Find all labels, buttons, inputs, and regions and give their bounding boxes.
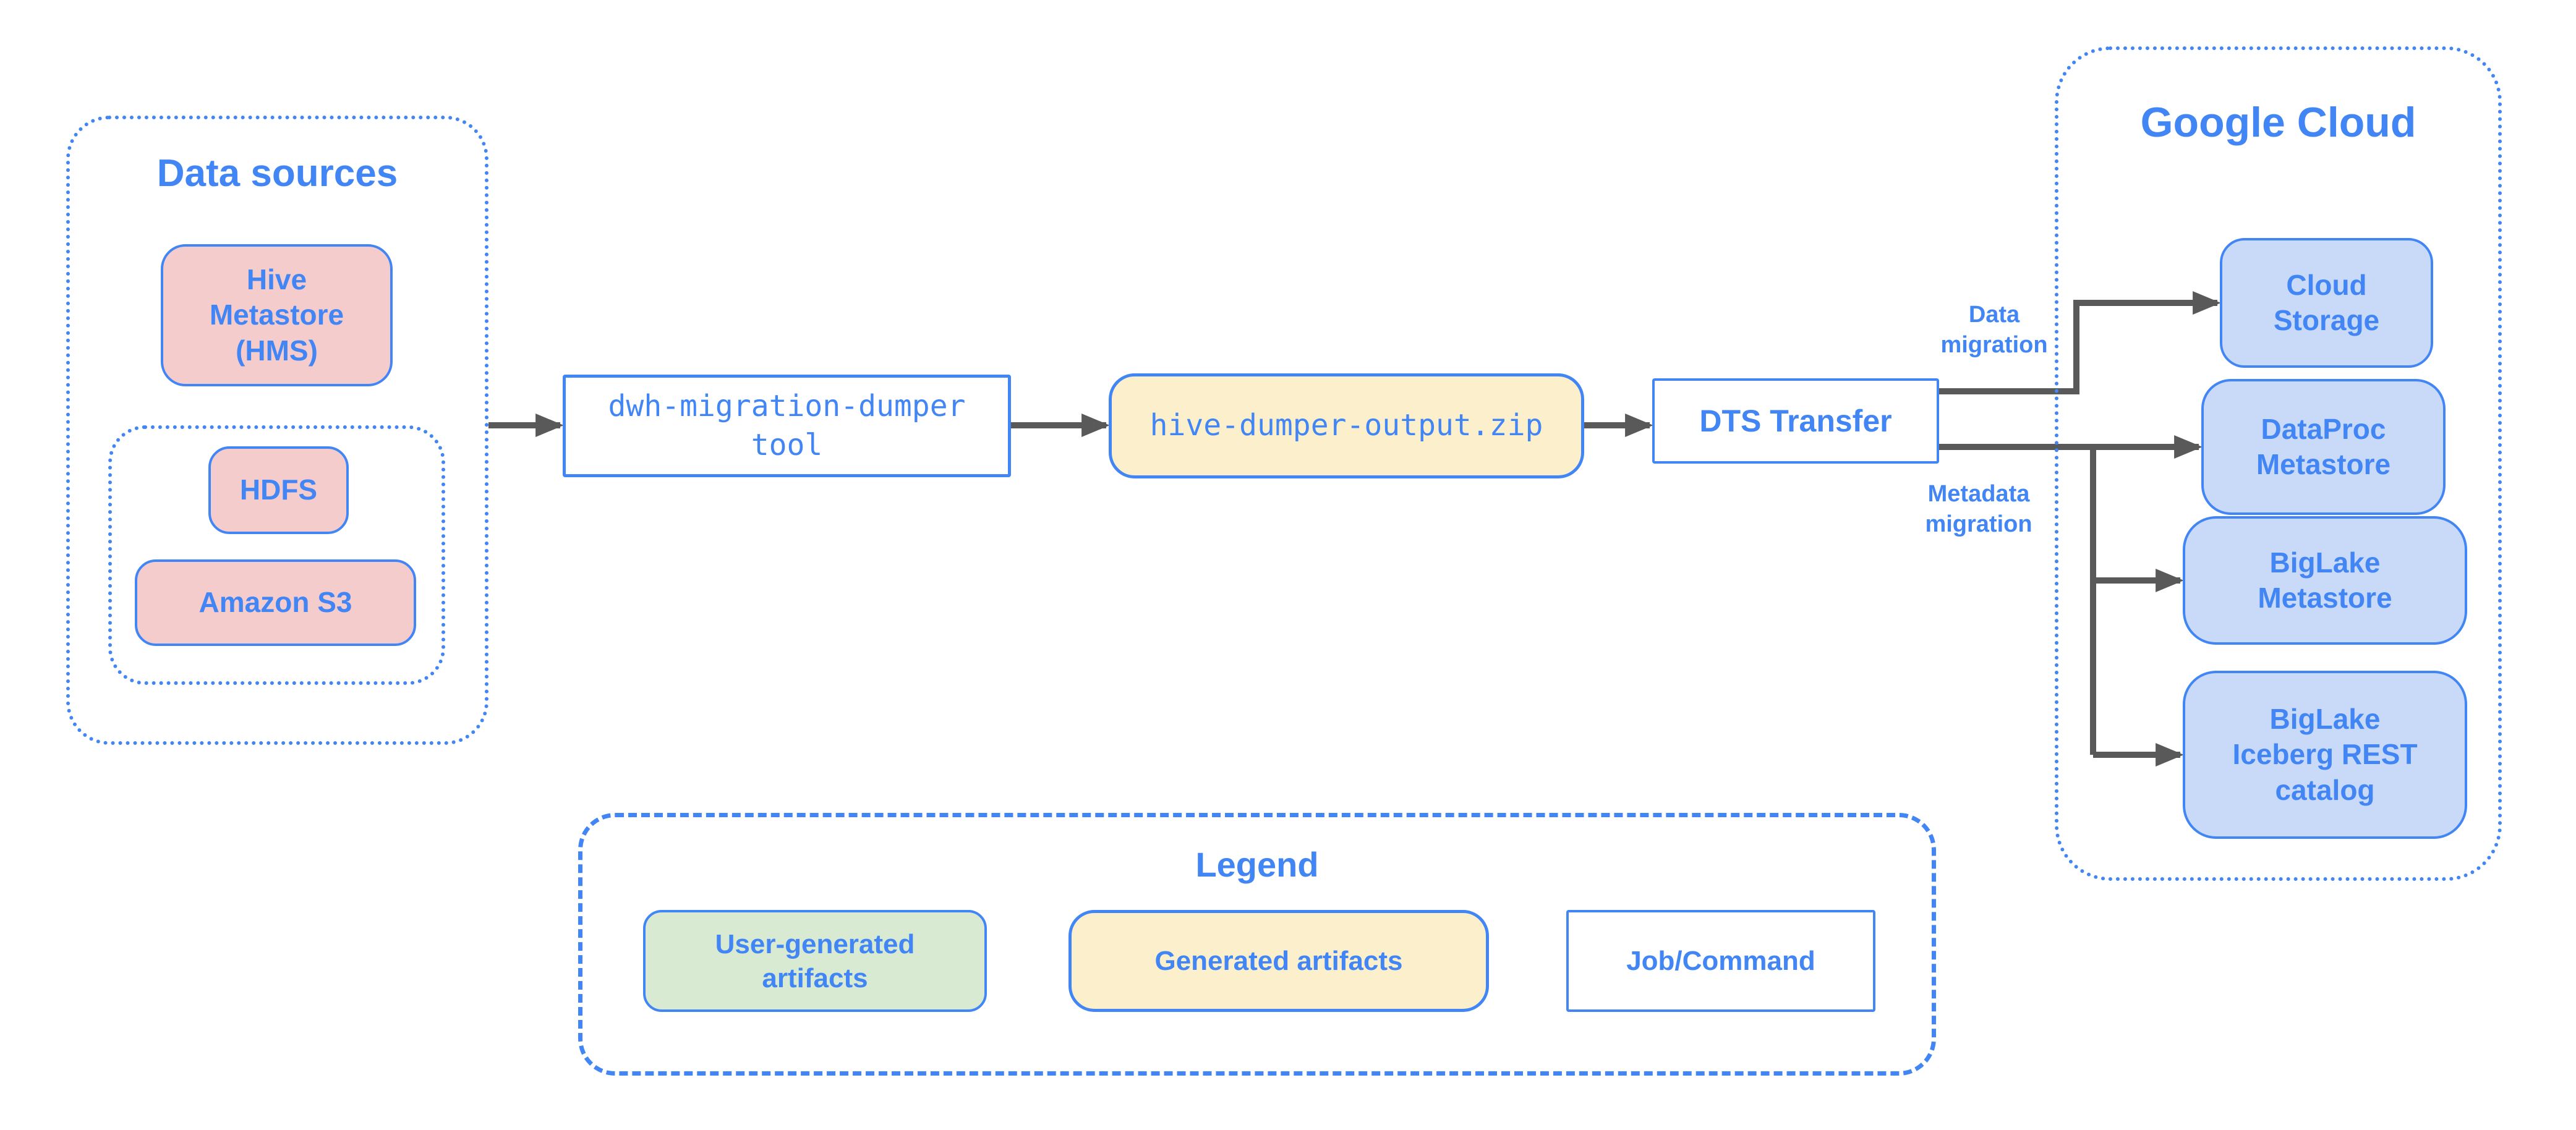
dts-transfer-node: DTS Transfer	[1652, 378, 1939, 464]
metadata-migration-label: Metadata migration	[1925, 481, 2032, 538]
legend-job-command: Job/Command	[1566, 910, 1875, 1012]
dumper-output-node: hive-dumper-output.zip	[1109, 373, 1584, 478]
legend-user-generated: User-generated artifacts	[643, 910, 987, 1012]
cloud-storage-node: Cloud Storage	[2220, 238, 2433, 368]
arrow-dts-to-cloud-storage	[1939, 291, 2221, 394]
hdfs-node: HDFS	[208, 446, 349, 534]
storage-sub-group	[108, 425, 445, 685]
amazon-s3-node: Amazon S3	[135, 559, 416, 646]
biglake-metastore-node: BigLake Metastore	[2183, 516, 2467, 645]
legend-title: Legend	[1195, 845, 1319, 884]
hive-metastore-node: Hive Metastore (HMS)	[161, 244, 393, 386]
data-sources-group: Data sources	[66, 116, 488, 745]
google-cloud-group: Google Cloud	[2055, 46, 2502, 881]
legend-generated-artifacts: Generated artifacts	[1068, 910, 1489, 1012]
dataproc-metastore-node: DataProc Metastore	[2201, 379, 2446, 515]
legend-group: Legend	[578, 813, 1936, 1076]
google-cloud-title: Google Cloud	[2140, 99, 2416, 146]
data-sources-title: Data sources	[156, 152, 398, 195]
biglake-iceberg-node: BigLake Iceberg REST catalog	[2183, 671, 2467, 839]
dumper-tool-node: dwh-migration-dumper tool	[563, 375, 1011, 477]
data-migration-label: Data migration	[1940, 302, 2048, 359]
